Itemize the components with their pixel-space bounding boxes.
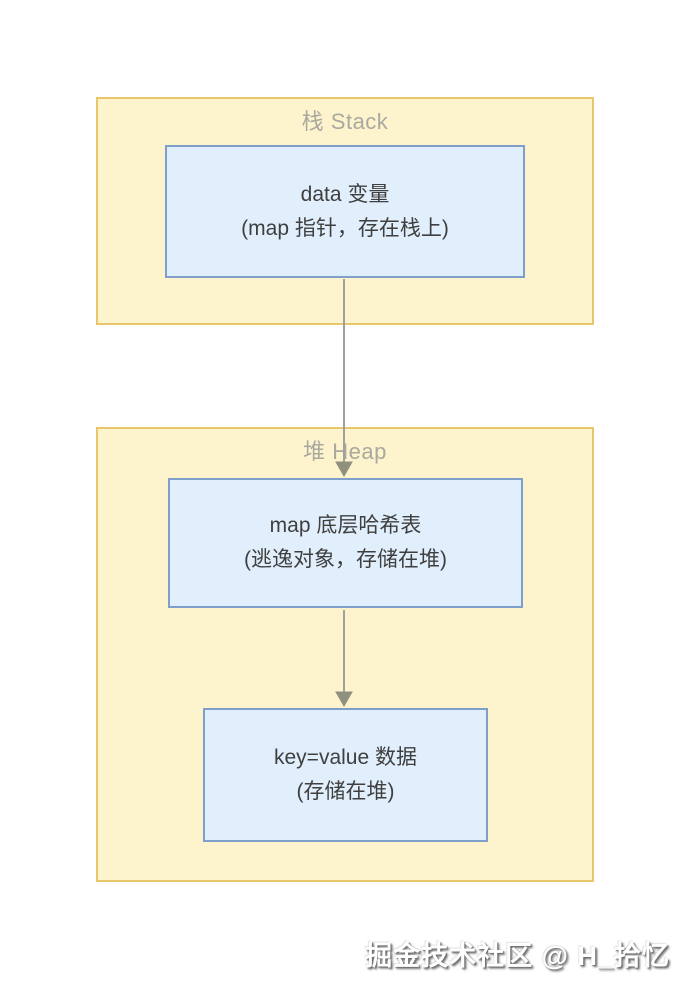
heap-node-key-value-data: key=value 数据 (存储在堆) [203, 708, 488, 842]
node-text-line1: map 底层哈希表 [269, 514, 422, 537]
node-text-line2: (map 指针，存在栈上) [241, 216, 449, 240]
node-text-line2: (逃逸对象，存储在堆) [244, 548, 447, 571]
node-text-line1: key=value 数据 [274, 746, 417, 769]
node-text-line1: data 变量 [300, 182, 390, 206]
stack-node-data-variable: data 变量 (map 指针，存在栈上) [165, 145, 525, 278]
watermark: 掘金技术社区 @ H_拾忆 [365, 941, 670, 971]
heap-group-title: 堆 Heap [303, 439, 387, 464]
node-text-line2: (存储在堆) [296, 780, 395, 803]
stack-group-title: 栈 Stack [301, 109, 389, 134]
heap-node-hash-table: map 底层哈希表 (逃逸对象，存储在堆) [168, 478, 523, 608]
